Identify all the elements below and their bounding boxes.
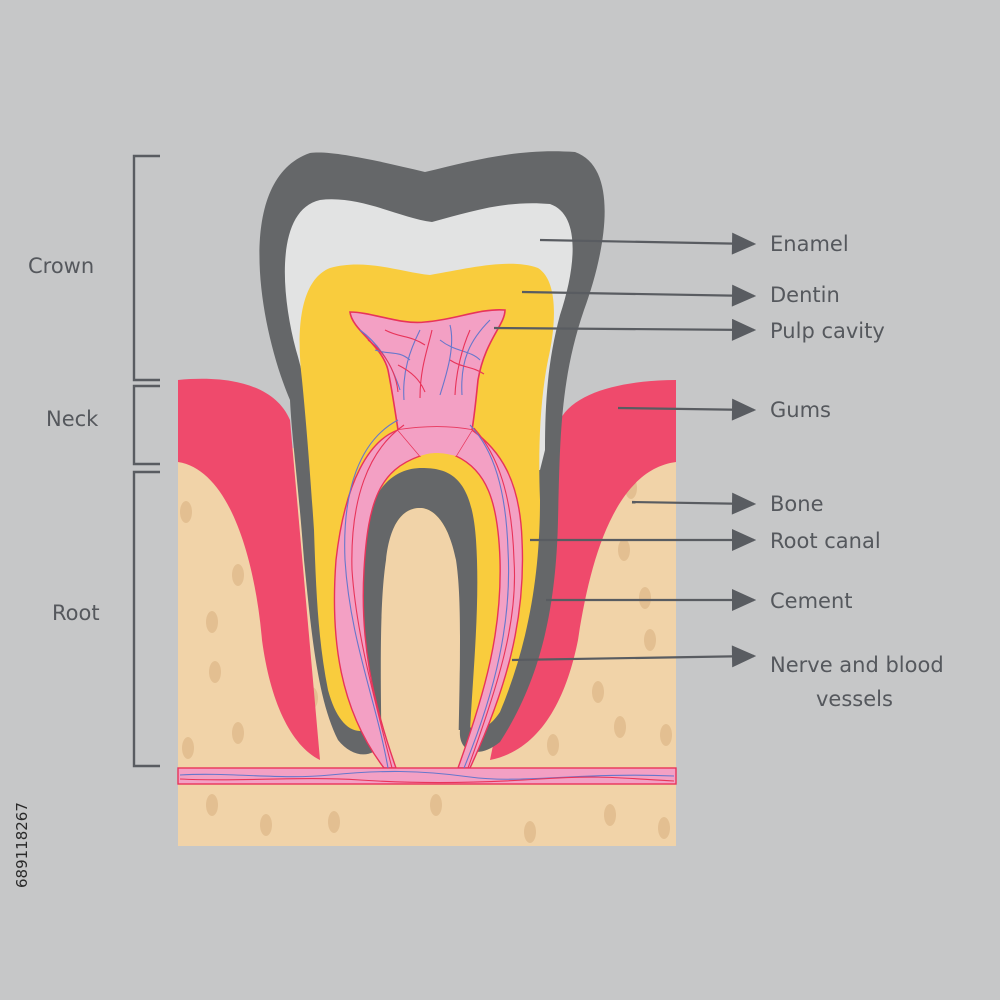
- gums-right: [490, 380, 676, 760]
- pulp-cavity-arrow: [493, 318, 757, 341]
- nerve-arrow: [511, 645, 757, 668]
- pulp-cavity-label: Pulp cavity: [770, 319, 885, 343]
- region-root-label: Root: [52, 601, 100, 625]
- pulp-root-neck: [398, 427, 472, 456]
- nerve-label-line2: vessels: [816, 687, 893, 711]
- gums-left: [178, 378, 320, 760]
- bone-arrow: [631, 492, 757, 515]
- blood-vessels: [179, 319, 675, 784]
- enamel-arrow: [539, 232, 757, 255]
- stock-id-label: 689118267: [13, 802, 31, 888]
- enamel-label: Enamel: [770, 232, 849, 256]
- nerve-label-line1: Nerve and blood: [770, 653, 944, 677]
- cement-label: Cement: [770, 589, 853, 613]
- neck-bracket: [132, 384, 160, 466]
- root-canal-label: Root canal: [770, 529, 881, 553]
- dentin-arrow: [521, 284, 757, 307]
- bone-label: Bone: [770, 492, 823, 516]
- bone-between-roots: [380, 508, 460, 768]
- gums-arrow: [617, 398, 757, 421]
- root-bracket: [132, 470, 160, 768]
- tooth-cement-ring: [360, 468, 478, 730]
- region-crown-label: Crown: [28, 254, 94, 278]
- crown-bracket: [132, 154, 160, 382]
- dentin-label: Dentin: [770, 283, 840, 307]
- region-neck-label: Neck: [46, 407, 99, 431]
- nerve-canal: [177, 767, 677, 785]
- gums-label: Gums: [770, 398, 831, 422]
